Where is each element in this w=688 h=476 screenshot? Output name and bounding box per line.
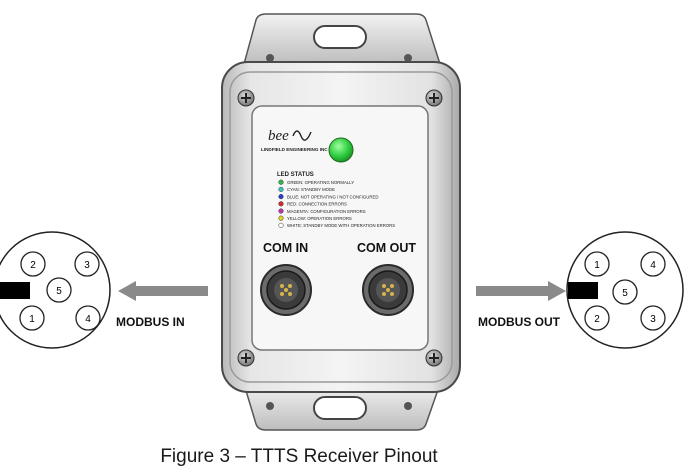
com-in-label: COM IN: [263, 241, 308, 255]
figure-caption-text: Figure 3 – TTTS Receiver Pinout: [160, 446, 438, 467]
led-legend-text: RED: CONNECTION ERRORS: [287, 202, 347, 207]
pin-5: 5: [612, 279, 638, 305]
pin-3: 3: [74, 251, 100, 277]
keying-notch: [0, 282, 30, 299]
led-legend-text: YELLOW: OPERATION ERRORS: [287, 216, 352, 221]
modbus-in-arrow-icon: [118, 281, 208, 301]
com-out-label: COM OUT: [357, 241, 416, 255]
pin-label: 2: [30, 260, 36, 271]
led-color-dot-icon: [278, 179, 284, 185]
enclosure-screws: [237, 89, 443, 367]
led-color-dot-icon: [278, 222, 284, 228]
screw-icon: [425, 89, 443, 107]
led-legend-row: YELLOW: OPERATION ERRORS: [278, 215, 352, 221]
pin-4: 4: [640, 251, 666, 277]
pin-1: 1: [584, 251, 610, 277]
led-legend-text: WHITE: STANDBY MODE WITH OPERATION ERROR…: [287, 223, 395, 228]
led-legend-row: GREEN: OPERATING NORMALLY: [278, 179, 354, 185]
logo-mark: bee: [268, 128, 289, 144]
pin-label: 5: [622, 288, 628, 299]
com-in-connector: [260, 264, 312, 316]
bottom-mounting-flange: [242, 383, 442, 431]
pin-2: 2: [584, 305, 610, 331]
led-legend-row: MAGENTA: CONFIGURATION ERRORS: [278, 208, 366, 214]
pin-label: 4: [650, 260, 656, 271]
modbus-in-label: MODBUS IN: [116, 315, 185, 329]
modbus-in-pinout: 2 3 5 1 4: [0, 231, 111, 349]
led-legend-text: CYAN: STANDBY MODE: [287, 187, 335, 192]
screw-icon: [237, 349, 255, 367]
pin-label: 4: [85, 314, 91, 325]
led-status-legend: LED STATUS GREEN: OPERATING NORMALLY CYAN…: [277, 172, 395, 228]
modbus-out-arrow-icon: [476, 281, 566, 301]
pin-3: 3: [640, 305, 666, 331]
pin-5: 5: [46, 277, 72, 303]
keying-notch: [568, 282, 598, 299]
pin-label: 2: [594, 314, 600, 325]
top-mounting-flange: [243, 13, 442, 65]
company-logo: bee LINDFIELD ENGINEERING INC: [261, 128, 328, 152]
screw-icon: [425, 349, 443, 367]
led-color-dot-icon: [278, 186, 284, 192]
led-legend-row: BLUE: NOT OPERATING / NOT CONFIGURED: [278, 194, 378, 200]
led-color-dot-icon: [278, 194, 284, 200]
company-name: LINDFIELD ENGINEERING INC: [261, 147, 328, 152]
pin-label: 1: [29, 314, 35, 325]
modbus-out-pinout: 1 4 5 2 3: [566, 231, 684, 349]
pin-label: 1: [594, 260, 600, 271]
led-legend-row: RED: CONNECTION ERRORS: [278, 201, 347, 207]
pin-1: 1: [19, 305, 45, 331]
led-color-dot-icon: [278, 201, 284, 207]
led-legend-text: GREEN: OPERATING NORMALLY: [287, 180, 354, 185]
pin-label: 5: [56, 286, 62, 297]
status-led-icon: [328, 137, 354, 163]
led-legend-row: CYAN: STANDBY MODE: [278, 186, 335, 192]
led-color-dot-icon: [278, 215, 284, 221]
led-legend-row: WHITE: STANDBY MODE WITH OPERATION ERROR…: [278, 222, 395, 228]
led-color-dot-icon: [278, 208, 284, 214]
led-status-heading: LED STATUS: [277, 172, 314, 178]
figure-caption: Figure 3 – TTTS Receiver Pinout: [0, 446, 688, 468]
modbus-out-label: MODBUS OUT: [478, 315, 561, 329]
pin-2: 2: [20, 251, 46, 277]
pin-label: 3: [84, 260, 90, 271]
screw-icon: [237, 89, 255, 107]
led-legend-text: BLUE: NOT OPERATING / NOT CONFIGURED: [287, 194, 378, 199]
pin-label: 3: [650, 314, 656, 325]
pin-4: 4: [75, 305, 101, 331]
led-legend-text: MAGENTA: CONFIGURATION ERRORS: [287, 209, 366, 214]
com-out-connector: [362, 264, 414, 316]
